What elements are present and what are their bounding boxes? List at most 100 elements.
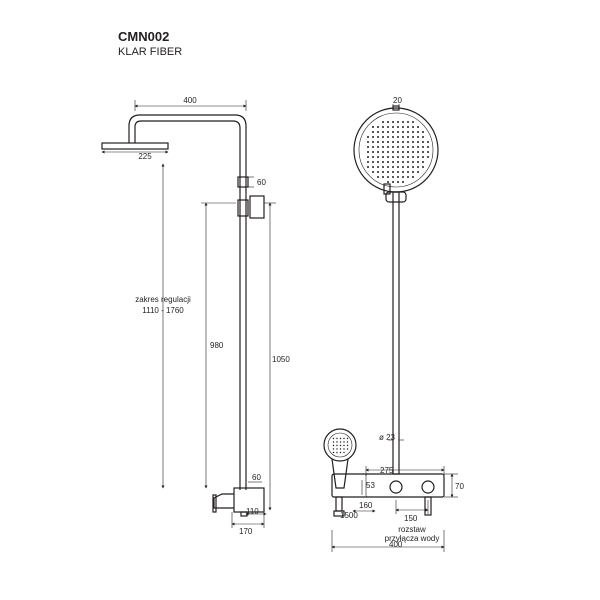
nozzle-dot (372, 156, 374, 158)
dim-170: 170 (239, 527, 253, 536)
nozzle-dot (387, 131, 389, 133)
label-spacing-2: przyłącza wody (385, 534, 440, 543)
nozzle-dot (377, 141, 379, 143)
hand-nozzles (332, 437, 349, 454)
nozzle-dot (392, 156, 394, 158)
nozzle-dot (427, 156, 429, 158)
nozzle-dot (336, 441, 338, 443)
nozzle-dot (377, 151, 379, 153)
nozzle-dot (387, 151, 389, 153)
nozzle-dot (397, 141, 399, 143)
nozzle-dot (387, 146, 389, 148)
nozzle-dot (343, 441, 345, 443)
nozzle-dot (427, 141, 429, 143)
nozzle-dot (332, 451, 335, 454)
nozzle-dot (397, 161, 399, 163)
nozzle-dot (387, 156, 389, 158)
nozzle-dot (402, 126, 404, 128)
nozzle-dot (397, 171, 399, 173)
nozzle-dot (417, 141, 419, 143)
front-shower-head (353, 107, 439, 193)
nozzle-dot (407, 136, 409, 138)
dim-225: 225 (138, 152, 152, 161)
nozzle-dot (407, 161, 409, 163)
nozzle-dot (367, 146, 369, 148)
nozzle-dot (392, 176, 394, 178)
nozzle-dot (382, 156, 384, 158)
dim-160: 160 (359, 501, 373, 510)
nozzle-dot (339, 441, 342, 443)
nozzle-dot (372, 151, 374, 153)
nozzle-dot (402, 176, 404, 178)
nozzle-dot (392, 126, 394, 128)
nozzle-dot (392, 136, 394, 138)
nozzle-dot (367, 151, 369, 153)
nozzle-dot (346, 448, 349, 450)
nozzle-dot (402, 151, 404, 153)
nozzle-dot (412, 121, 414, 123)
side-lever-tip (212, 494, 217, 513)
nozzle-dot (417, 136, 419, 138)
nozzle-dot (412, 161, 414, 163)
nozzle-dot (412, 146, 414, 148)
nozzle-dot (427, 146, 429, 148)
nozzle-dot (392, 151, 394, 153)
nozzle-dot (402, 166, 404, 168)
nozzle-dot (392, 181, 394, 183)
front-view: 20 ø 23 275 53 (323, 96, 464, 552)
nozzle-dot (422, 131, 424, 133)
nozzle-dot (407, 146, 409, 148)
nozzle-dot (422, 151, 424, 153)
side-holder (237, 199, 249, 217)
nozzle-dot (402, 141, 404, 143)
dim-110: 110 (246, 507, 259, 516)
nozzle-dot (387, 136, 389, 138)
front-nozzles (367, 121, 429, 183)
nozzle-dot (422, 161, 424, 163)
nozzle-dot (392, 161, 394, 163)
nozzle-dot (412, 156, 414, 158)
nozzle-dot (332, 441, 335, 443)
hand-shower-head (323, 428, 357, 462)
nozzle-dot (346, 441, 349, 443)
nozzle-dot (407, 166, 409, 168)
side-column-inner (128, 114, 247, 490)
nozzle-dot (332, 437, 335, 440)
dim-150: 150 (404, 514, 418, 523)
nozzle-dot (412, 131, 414, 133)
nozzle-dot (392, 141, 394, 143)
nozzle-dot (387, 126, 389, 128)
nozzle-dot (372, 171, 374, 173)
nozzle-dot (412, 166, 414, 168)
nozzle-dot (412, 171, 414, 173)
nozzle-dot (346, 437, 349, 440)
product-model: KLAR FIBER (118, 46, 183, 58)
nozzle-dot (417, 151, 419, 153)
nozzle-dot (387, 121, 389, 123)
nozzle-dot (382, 146, 384, 148)
nozzle-dot (377, 171, 379, 173)
nozzle-dot (372, 126, 374, 128)
dim-1050: 1050 (272, 355, 290, 364)
nozzle-dot (372, 141, 374, 143)
nozzle-dot (387, 181, 389, 183)
nozzle-dot (336, 437, 338, 440)
nozzle-dot (382, 176, 384, 178)
nozzle-dot (382, 171, 384, 173)
nozzle-dot (336, 448, 338, 450)
nozzle-dot (402, 171, 404, 173)
nozzle-dot (343, 437, 345, 440)
nozzle-dot (407, 126, 409, 128)
nozzle-dot (397, 121, 399, 123)
nozzle-dot (417, 126, 419, 128)
nozzle-dot (377, 131, 379, 133)
nozzle-dot (367, 156, 369, 158)
nozzle-dot (422, 166, 424, 168)
nozzle-dot (346, 444, 349, 447)
nozzle-dot (407, 156, 409, 158)
front-slider (385, 191, 407, 203)
nozzle-dot (372, 131, 374, 133)
nozzle-dot (387, 141, 389, 143)
nozzle-dot (417, 146, 419, 148)
